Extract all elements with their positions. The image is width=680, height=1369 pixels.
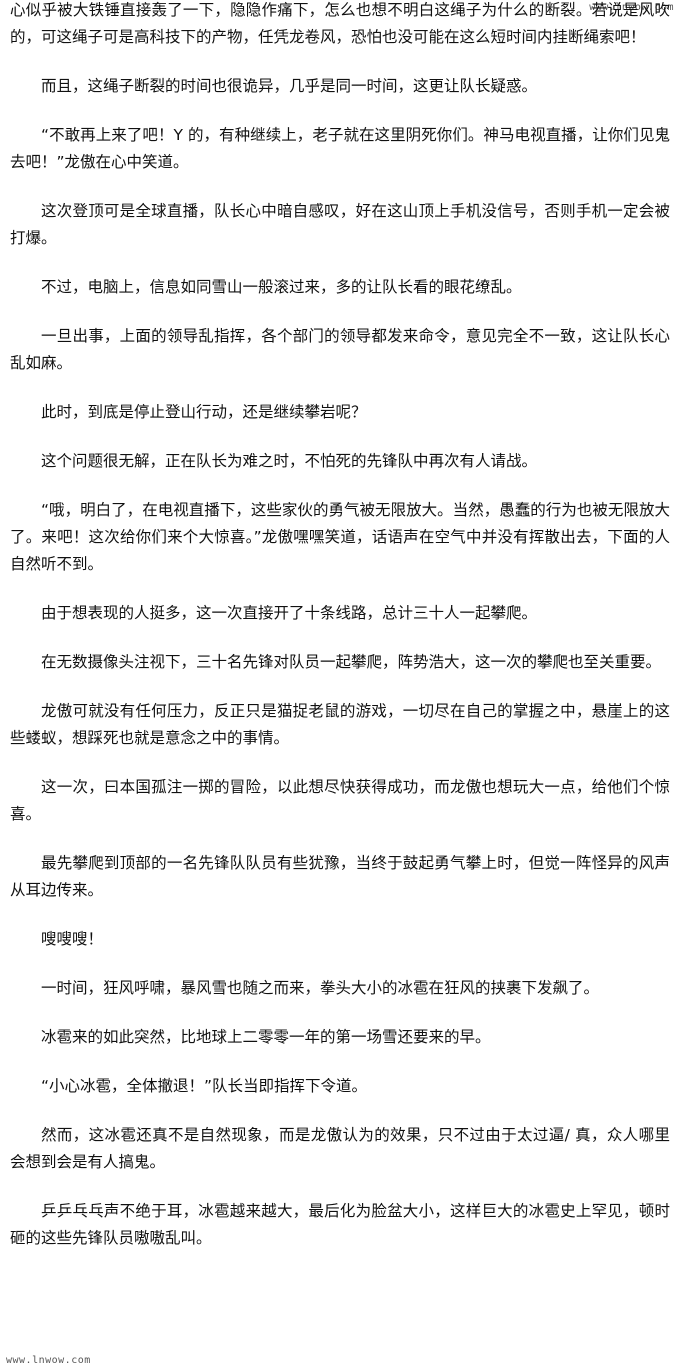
paragraph: 而且，这绳子断裂的时间也很诡异，几乎是同一时间，这更让队长疑惑。 (41, 77, 538, 95)
paragraph: 然而，这冰雹还真不是自然现象，而是龙傲认为的效果，只不过由于太过逼/ 真，众人哪… (10, 1126, 670, 1171)
paragraph: 嗖嗖嗖！ (41, 930, 104, 948)
chapter-text: 心似乎被大铁锤直接轰了一下，隐隐作痛下，怎么也想不明白这绳子为什么的断裂。若说是… (10, 0, 670, 1274)
paragraph: 一时间，狂风呼啸，暴风雪也随之而来，拳头大小的冰雹在狂风的挟裹下发飙了。 (41, 979, 600, 997)
paragraph: 最先攀爬到顶部的一名先锋队队员有些犹豫，当终于鼓起勇气攀上时，但觉一阵怪异的风声… (10, 854, 670, 899)
site-watermark-top: www.lnwow.com (589, 2, 674, 13)
paragraph: 乒乒乓乓声不绝于耳，冰雹越来越大，最后化为脸盆大小，这样巨大的冰雹史上罕见，顿时… (10, 1202, 670, 1247)
paragraph: 冰雹来的如此突然，比地球上二零零一年的第一场雪还要来的早。 (41, 1028, 491, 1046)
site-watermark-bottom: www.lnwow.com (6, 1355, 91, 1366)
paragraph: 由于想表现的人挺多，这一次直接开了十条线路，总计三十人一起攀爬。 (41, 604, 538, 622)
paragraph: “小心冰雹，全体撤退！”队长当即指挥下令道。 (41, 1077, 368, 1095)
paragraph: “不敢再上来了吧！Y 的，有种继续上，老子就在这里阴死你们。神马电视直播，让你们… (10, 126, 670, 171)
paragraph: 这一次，曰本国孤注一掷的冒险，以此想尽快获得成功，而龙傲也想玩大一点，给他们个惊… (10, 778, 670, 823)
paragraph: “哦，明白了，在电视直播下，这些家伙的勇气被无限放大。当然，愚蠢的行为也被无限放… (10, 501, 670, 573)
paragraph: 这次登顶可是全球直播，队长心中暗自感叹，好在这山顶上手机没信号，否则手机一定会被… (10, 202, 670, 247)
paragraph: 龙傲可就没有任何压力，反正只是猫捉老鼠的游戏，一切尽在自己的掌握之中，悬崖上的这… (10, 702, 670, 747)
paragraph: 这个问题很无解，正在队长为难之时，不怕死的先锋队中再次有人请战。 (41, 452, 538, 470)
paragraph: 一旦出事，上面的领导乱指挥，各个部门的领导都发来命令，意见完全不一致，这让队长心… (10, 327, 670, 372)
paragraph: 此时，到底是停止登山行动，还是继续攀岩呢？ (41, 403, 367, 421)
paragraph: 心似乎被大铁锤直接轰了一下，隐隐作痛下，怎么也想不明白这绳子为什么的断裂。若说是… (10, 1, 670, 46)
paragraph: 在无数摄像头注视下，三十名先锋对队员一起攀爬，阵势浩大，这一次的攀爬也至关重要。 (41, 653, 662, 671)
paragraph: 不过，电脑上，信息如同雪山一般滚过来，多的让队长看的眼花缭乱。 (41, 278, 522, 296)
